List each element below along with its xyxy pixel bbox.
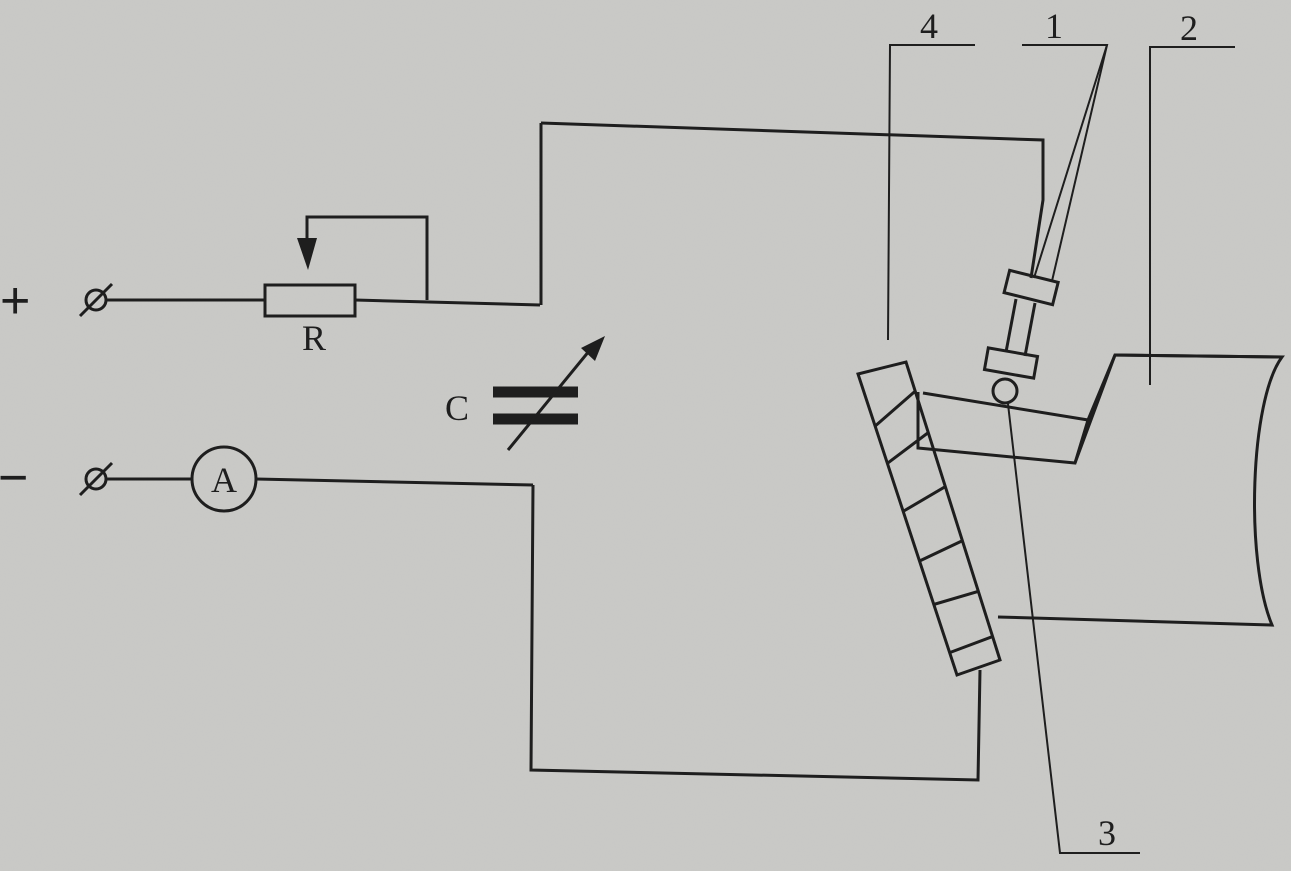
capacitor-label: C [445,388,469,428]
callout-line-2 [1149,46,1235,385]
callout-line-1b [1051,44,1108,282]
resistor-label: R [302,318,326,358]
callout-line-3 [1007,403,1140,854]
plus-sign: + [0,272,30,330]
minus-sign: − [0,449,28,507]
callout-label-1: 1 [1045,6,1063,46]
workpiece [916,353,1285,627]
probe-assembly [982,268,1060,405]
callout-label-3: 3 [1098,813,1116,853]
box-left-lower-and-bottom [529,484,982,782]
ammeter-label: A [211,460,237,500]
variable-capacitor [493,336,605,451]
wire-resistor-to-box [354,298,541,307]
callout-label-2: 2 [1180,8,1198,48]
wire-top-to-probe [540,121,1045,279]
wire-ammeter-to-box [255,477,534,487]
callout-line-4 [887,44,975,341]
callout-label-4: 4 [920,6,938,46]
rheostat-slider [297,215,429,300]
